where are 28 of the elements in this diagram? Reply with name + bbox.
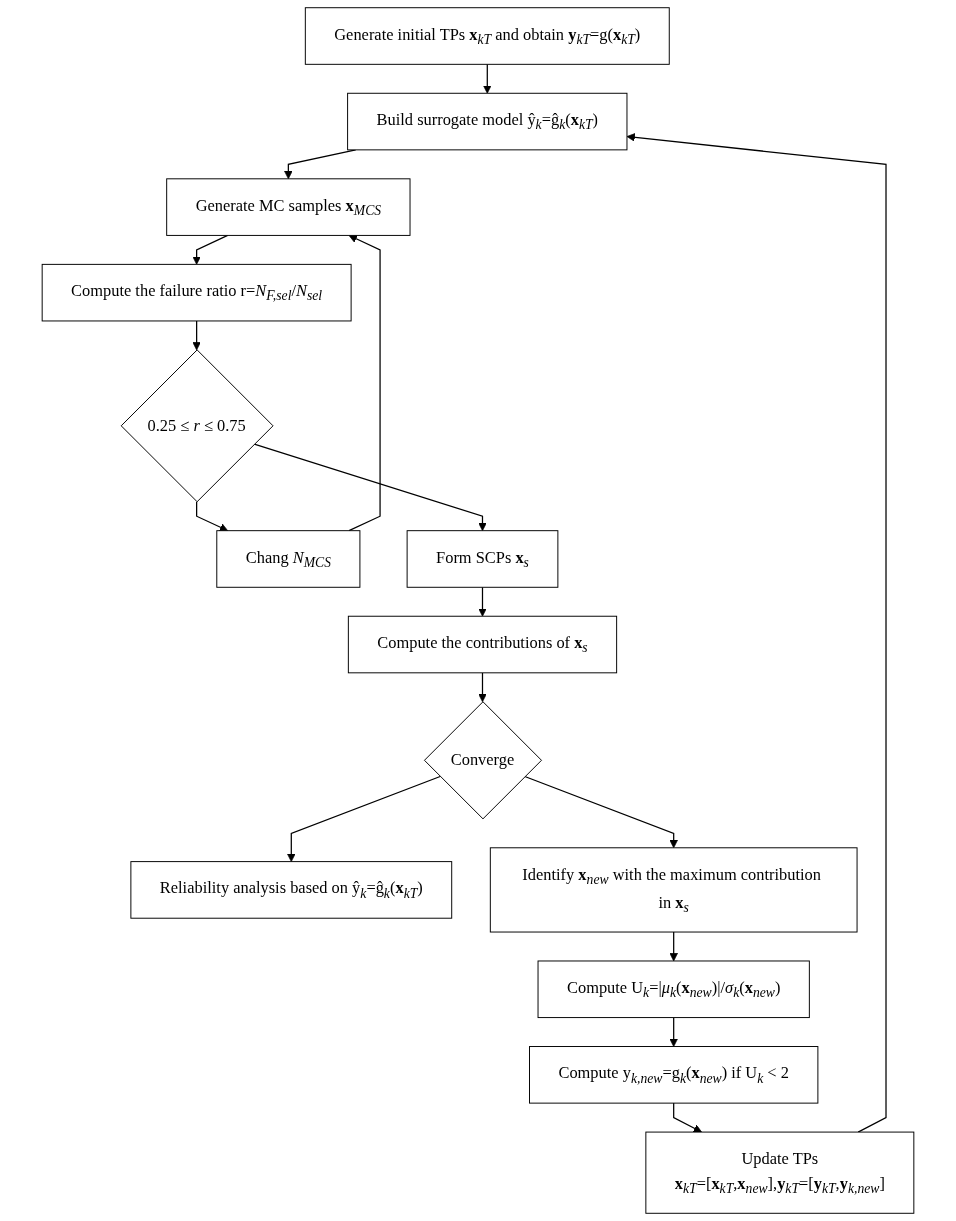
node-box: Compute U$_{k}$=|μ$_{k}$(x$_{new}$)|/σ$_{k}$(x$_{new}$): [537, 960, 810, 1019]
arrow: [253, 443, 487, 532]
node-box: Build surrogate model ŷ$_{k}$=ĝ$_{k}$(x$_{kT}$): [347, 92, 628, 151]
arrow: [673, 1102, 702, 1133]
arrow: [483, 63, 492, 94]
node-box: Compute the failure ratio r=N$_{F,sel}$/N$_{sel}$: [41, 263, 352, 322]
arrow: [348, 234, 381, 532]
node-box: Update TPs x$_{kT}$=[x$_{kT}$,x$_{new}$],y$_{kT}$=[y$_{kT}$,y$_{k,new}$]: [645, 1131, 915, 1214]
node-diamond: 0.25 ≤ r ≤ 0.75: [120, 349, 274, 503]
arrow: [478, 586, 487, 617]
arrow: [196, 501, 229, 532]
node-box: Identify x$_{new}$ with the maximum contribution in x$_{s}$: [489, 847, 858, 933]
arrow: [669, 1016, 678, 1047]
arrow: [478, 672, 487, 703]
arrow: [192, 320, 201, 351]
node-box: Generate initial TPs x$_{kT}$ and obtain y$_{kT}$=g(x$_{kT}$): [304, 7, 670, 65]
arrow: [669, 931, 678, 962]
node-box: Form SCPs x$_{s}$: [406, 530, 559, 588]
node-diamond: Converge: [423, 701, 542, 820]
node-box: Generate MC samples x$_{MCS}$: [166, 178, 411, 236]
node-box: Compute y$_{k,new}$=g$_{k}$(x$_{new}$) if U$_{k}$ < 2: [529, 1046, 819, 1104]
arrow: [192, 234, 229, 265]
arrow: [626, 133, 887, 1133]
arrow: [287, 775, 441, 862]
node-box: Compute the contributions of x$_{s}$: [347, 615, 618, 674]
node-box: Chang N$_{MCS}$: [216, 530, 361, 588]
node-box: Reliability analysis based on ŷ$_{k}$=ĝ$_{k}$(x$_{kT}$): [130, 861, 453, 919]
arrow: [524, 775, 678, 849]
